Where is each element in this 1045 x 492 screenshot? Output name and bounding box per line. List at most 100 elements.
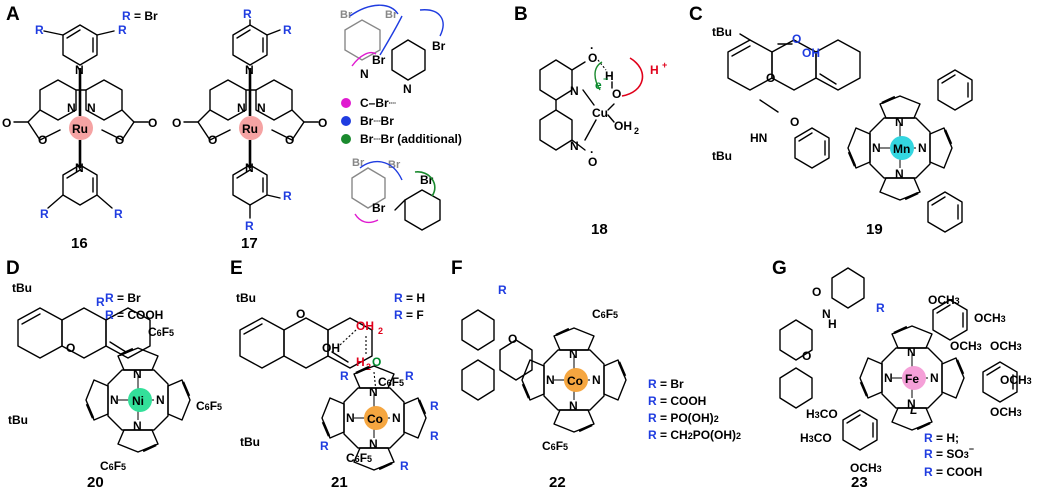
- svg-text:Br: Br: [388, 159, 401, 171]
- svg-text:N: N: [403, 82, 412, 96]
- svg-text:O: O: [508, 332, 517, 346]
- svg-text:R: R: [320, 439, 329, 453]
- svg-text:N: N: [570, 139, 579, 153]
- svg-text:C6F5: C6F5: [100, 459, 126, 473]
- r-definition-d-2: R = COOH: [105, 308, 163, 322]
- panel-g: G R O N H O Fe L OCH3 OCH3 OCH3 OCH3 OCH…: [772, 258, 1032, 491]
- svg-text:tBu: tBu: [240, 435, 260, 449]
- panel-a: A N R R N N O O O O Ru: [2, 4, 462, 252]
- r-definition-a: R = Br: [122, 9, 158, 23]
- svg-text:R: R: [876, 301, 885, 315]
- svg-text:O: O: [372, 355, 381, 369]
- panel-e: E tBu O OH OH 2 H 2 O tBu Co C6F5 C6F5 R…: [230, 258, 439, 491]
- compound-21-structure: tBu O OH OH 2 H 2 O tBu Co C6F5 C6F5 R R…: [236, 291, 439, 491]
- compound-number-17: 17: [241, 235, 258, 252]
- legend-item-2: Br┈Br: [360, 114, 394, 128]
- svg-text:O: O: [115, 133, 124, 147]
- svg-text:R: R: [430, 429, 439, 443]
- svg-text:O: O: [148, 116, 157, 130]
- svg-text:OH: OH: [802, 46, 820, 60]
- svg-text:R: R: [283, 189, 292, 203]
- svg-text:R: R: [35, 23, 44, 37]
- svg-text:C6F5: C6F5: [542, 439, 568, 453]
- legend: C–Br┈ Br┈Br Br┈Br (additional): [341, 96, 462, 146]
- svg-text:OCH3: OCH3: [990, 339, 1022, 353]
- svg-text:2: 2: [634, 126, 639, 136]
- svg-text:N: N: [75, 161, 84, 175]
- legend-item-3: Br┈Br (additional): [360, 132, 462, 146]
- svg-text:OH: OH: [322, 341, 340, 355]
- svg-text:O: O: [66, 341, 75, 355]
- svg-text:tBu: tBu: [8, 413, 28, 427]
- svg-text:N: N: [245, 161, 254, 175]
- svg-text:OCH3: OCH3: [990, 405, 1022, 419]
- svg-text:R: R: [114, 207, 123, 221]
- svg-text:O: O: [790, 115, 799, 129]
- svg-text:R: R: [340, 369, 349, 383]
- r-definition-f-1: R = Br: [648, 377, 684, 391]
- svg-text:+: +: [662, 60, 667, 70]
- r-definition-e-2: R = F: [394, 308, 424, 322]
- svg-text:H: H: [605, 69, 614, 83]
- svg-text:Mn: Mn: [893, 142, 910, 156]
- svg-text:R: R: [245, 219, 254, 233]
- panel-f: F R O Co C6F5 C6F5 22 R = Br R = COOH R …: [451, 258, 741, 491]
- r-definition-g-3: R = COOH: [924, 465, 982, 479]
- svg-text:OCH3: OCH3: [950, 339, 982, 353]
- panel-label-a: A: [6, 4, 20, 25]
- svg-text:N: N: [87, 101, 96, 115]
- svg-text:C6F5: C6F5: [346, 451, 372, 465]
- svg-text:Ni: Ni: [132, 394, 144, 408]
- svg-text:OH: OH: [614, 119, 632, 133]
- panel-label-g: G: [772, 258, 787, 279]
- svg-text:Br: Br: [372, 53, 386, 67]
- svg-text:tBu: tBu: [712, 25, 732, 39]
- svg-text:O: O: [208, 133, 217, 147]
- svg-text:Br: Br: [420, 173, 434, 187]
- svg-text:O: O: [38, 133, 47, 147]
- panel-label-b: B: [514, 4, 528, 25]
- svg-text:O: O: [296, 307, 305, 321]
- compound-number-22: 22: [549, 474, 566, 491]
- svg-text:Ru: Ru: [72, 122, 88, 136]
- svg-text:HN: HN: [750, 131, 767, 145]
- compound-20-structure: tBu R O tBu Ni C6F5 C6F5 C6F5 20: [8, 281, 222, 491]
- svg-text:OCH3: OCH3: [850, 461, 882, 475]
- compound-number-19: 19: [866, 221, 883, 238]
- svg-text:C6F5: C6F5: [148, 325, 174, 339]
- svg-text:O: O: [172, 116, 181, 130]
- svg-text:Br: Br: [432, 39, 446, 53]
- compound-18-structure: N N O · H O Cu OH 2 O · e − H + 1: [539, 41, 667, 238]
- r-definition-f-2: R = COOH: [648, 394, 706, 408]
- halogen-bond-scheme: Br Br Br N N Br C–Br┈ Br┈Br Br┈Br (addit…: [340, 4, 462, 231]
- svg-text:R: R: [498, 283, 507, 297]
- svg-text:R: R: [243, 7, 252, 21]
- compound-22-structure: R O Co C6F5 C6F5 22: [461, 283, 628, 491]
- svg-text:R: R: [283, 23, 292, 37]
- svg-text:O: O: [792, 32, 801, 46]
- svg-text:O: O: [588, 51, 597, 65]
- svg-text:H3CO: H3CO: [806, 407, 838, 421]
- svg-text:N: N: [360, 67, 369, 81]
- svg-text:L: L: [910, 403, 917, 417]
- compound-19-structure: tBu O O OH tBu O HN Mn 19: [712, 25, 973, 238]
- svg-text:N: N: [822, 307, 831, 321]
- svg-text:H: H: [650, 63, 659, 77]
- compound-number-18: 18: [591, 221, 608, 238]
- svg-text:O: O: [2, 116, 11, 130]
- svg-text:N: N: [257, 101, 266, 115]
- svg-text:Co: Co: [367, 412, 383, 426]
- svg-text:O: O: [318, 116, 327, 130]
- svg-text:O: O: [285, 133, 294, 147]
- r-definition-g-2: R = SO3−: [924, 444, 974, 461]
- svg-text:O: O: [802, 349, 811, 363]
- svg-text:e: e: [595, 78, 602, 92]
- panel-label-d: D: [6, 258, 20, 279]
- svg-text:N: N: [67, 101, 76, 115]
- svg-text:R: R: [96, 295, 105, 309]
- svg-text:H: H: [356, 355, 365, 369]
- svg-text:N: N: [570, 84, 579, 98]
- compound-number-16: 16: [71, 235, 88, 252]
- svg-text:C6F5: C6F5: [378, 375, 404, 389]
